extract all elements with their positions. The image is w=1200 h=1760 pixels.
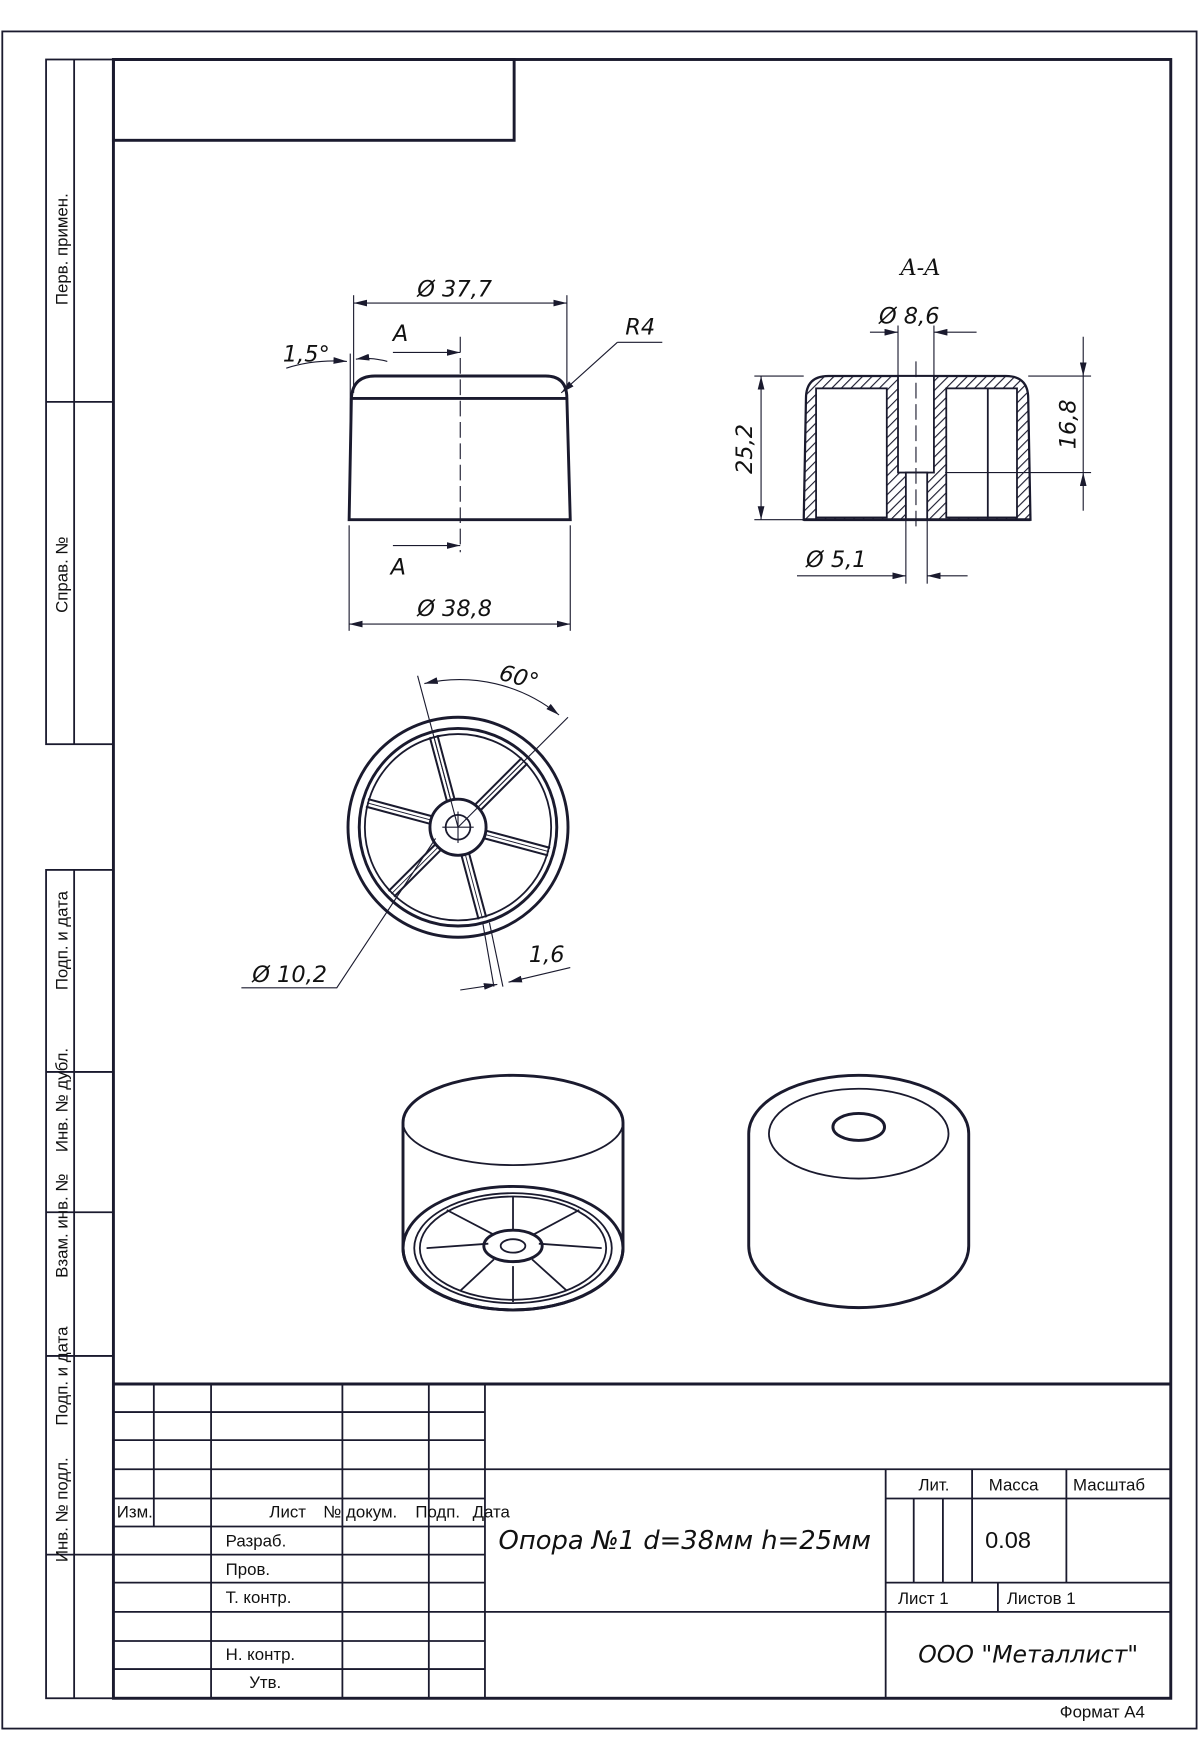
tb-n-kontr: Н. контр. [226, 1645, 295, 1664]
tb-lit: Лит. [918, 1476, 949, 1495]
label-podp-data-1: Подп. и дата [52, 890, 71, 990]
outer-frame [1, 30, 1198, 1730]
rib-spoke [365, 798, 434, 826]
dim-angle-60: 60° [496, 660, 541, 695]
dim-height: 25,2 [732, 424, 758, 474]
label-inv-podl: Инв. № подл. [52, 1457, 71, 1562]
tb-prov: Пров. [226, 1560, 270, 1579]
label-vzam-inv: Взам. инв. № [52, 1174, 71, 1278]
isometric-top-view [747, 1073, 971, 1310]
sheet-format: Формат А4 [1060, 1702, 1145, 1721]
label-sprav-no: Справ. № [52, 537, 71, 613]
tb-masshtab: Масштаб [1073, 1476, 1145, 1495]
dim-radius: R4 [625, 314, 655, 340]
drawing-title: Опора №1 d=38мм h=25мм [499, 1526, 871, 1556]
tb-podp: Подп. [415, 1503, 460, 1522]
section-mark-bottom: A [389, 555, 406, 581]
tb-massa: Масса [989, 1476, 1039, 1495]
tb-massa-value: 0.08 [985, 1527, 1031, 1553]
side-strip [45, 58, 115, 1700]
dim-depth: 16,8 [1055, 399, 1081, 449]
front-view [286, 295, 663, 631]
top-left-box [111, 58, 516, 142]
dim-dia-bore: Ø 8,6 [878, 303, 939, 329]
dim-dia-top: Ø 37,7 [416, 276, 492, 302]
dim-angle: 1,5° [283, 341, 330, 367]
dim-dia-hole: Ø 5,1 [805, 547, 866, 573]
dim-rib: 1,6 [529, 942, 565, 968]
section-mark-top: A [391, 321, 408, 347]
label-podp-data-2: Подп. и дата [52, 1326, 71, 1426]
inner-frame [111, 58, 1173, 1700]
tb-utv: Утв. [249, 1673, 281, 1692]
rib-spoke [482, 829, 551, 857]
tb-t-kontr: Т. контр. [226, 1588, 292, 1607]
label-perv-primen: Перв. примен. [52, 193, 71, 305]
label-inv-dubl: Инв. № дубл. [52, 1048, 71, 1152]
company-name: ООО "Металлист" [918, 1640, 1138, 1668]
section-view [754, 325, 1092, 584]
dim-dia-hub: Ø 10,2 [251, 962, 327, 988]
tb-data: Дата [473, 1503, 511, 1522]
tb-izm: Изм. [117, 1503, 153, 1522]
title-block [113, 1382, 1171, 1699]
section-title: A-A [898, 255, 940, 281]
tb-list: Лист [269, 1503, 306, 1522]
bottom-view [241, 675, 571, 991]
rib-spoke [460, 851, 488, 920]
tb-sheet: Лист 1 [898, 1589, 949, 1608]
tb-sheets: Листов 1 [1007, 1589, 1076, 1608]
dim-dia-bottom: Ø 38,8 [416, 596, 492, 622]
isometric-bottom-view [401, 1073, 625, 1312]
tb-razrab: Разраб. [226, 1532, 287, 1551]
tb-no-dokum: № докум. [323, 1503, 397, 1522]
